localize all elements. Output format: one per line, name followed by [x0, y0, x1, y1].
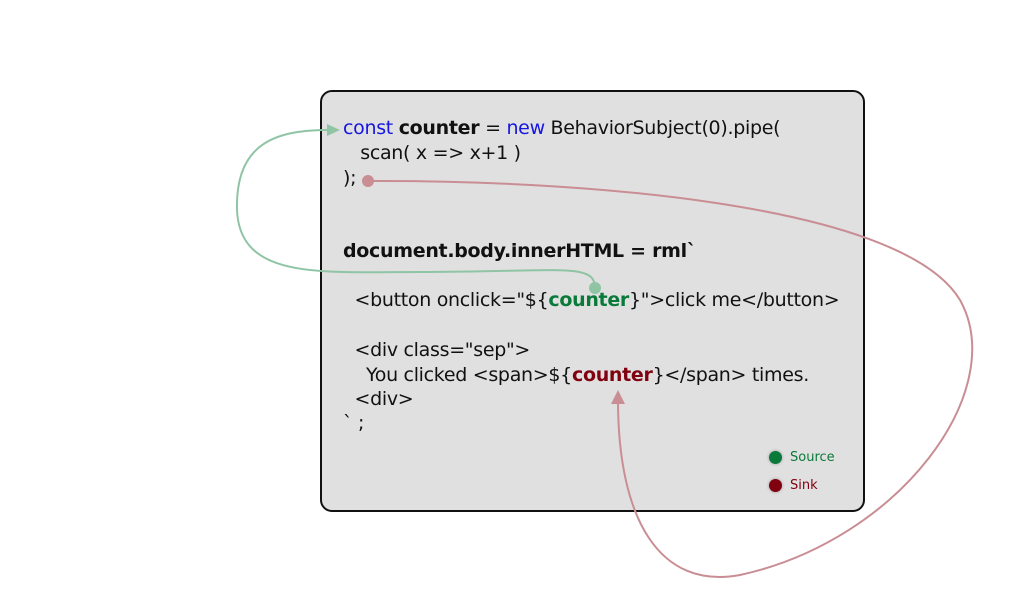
code-line-1: const counter = new BehaviorSubject(0).p…	[343, 117, 781, 139]
code-line-8: <div>	[343, 388, 414, 410]
code-line-4: document.body.innerHTML = rml`	[343, 240, 697, 262]
variable-counter-declaration: counter	[398, 117, 480, 139]
code-line-3: );	[343, 167, 357, 189]
code-line-7: You clicked <span>${counter}</span> time…	[343, 364, 809, 386]
code-line-9: ` ;	[343, 412, 365, 434]
code-line-2: scan( x => x+1 )	[343, 142, 521, 164]
code-line-5: <button onclick="${counter}">click me</b…	[343, 289, 840, 311]
legend-sink: Sink	[769, 478, 818, 493]
source-counter: counter	[548, 289, 629, 311]
sink-counter: counter	[571, 364, 653, 386]
keyword-new: new	[506, 117, 545, 139]
keyword-const: const	[343, 117, 393, 139]
source-dot-icon	[769, 451, 782, 464]
legend-source: Source	[769, 450, 835, 465]
code-line-6: <div class="sep">	[343, 339, 531, 361]
sink-dot-icon	[769, 479, 782, 492]
